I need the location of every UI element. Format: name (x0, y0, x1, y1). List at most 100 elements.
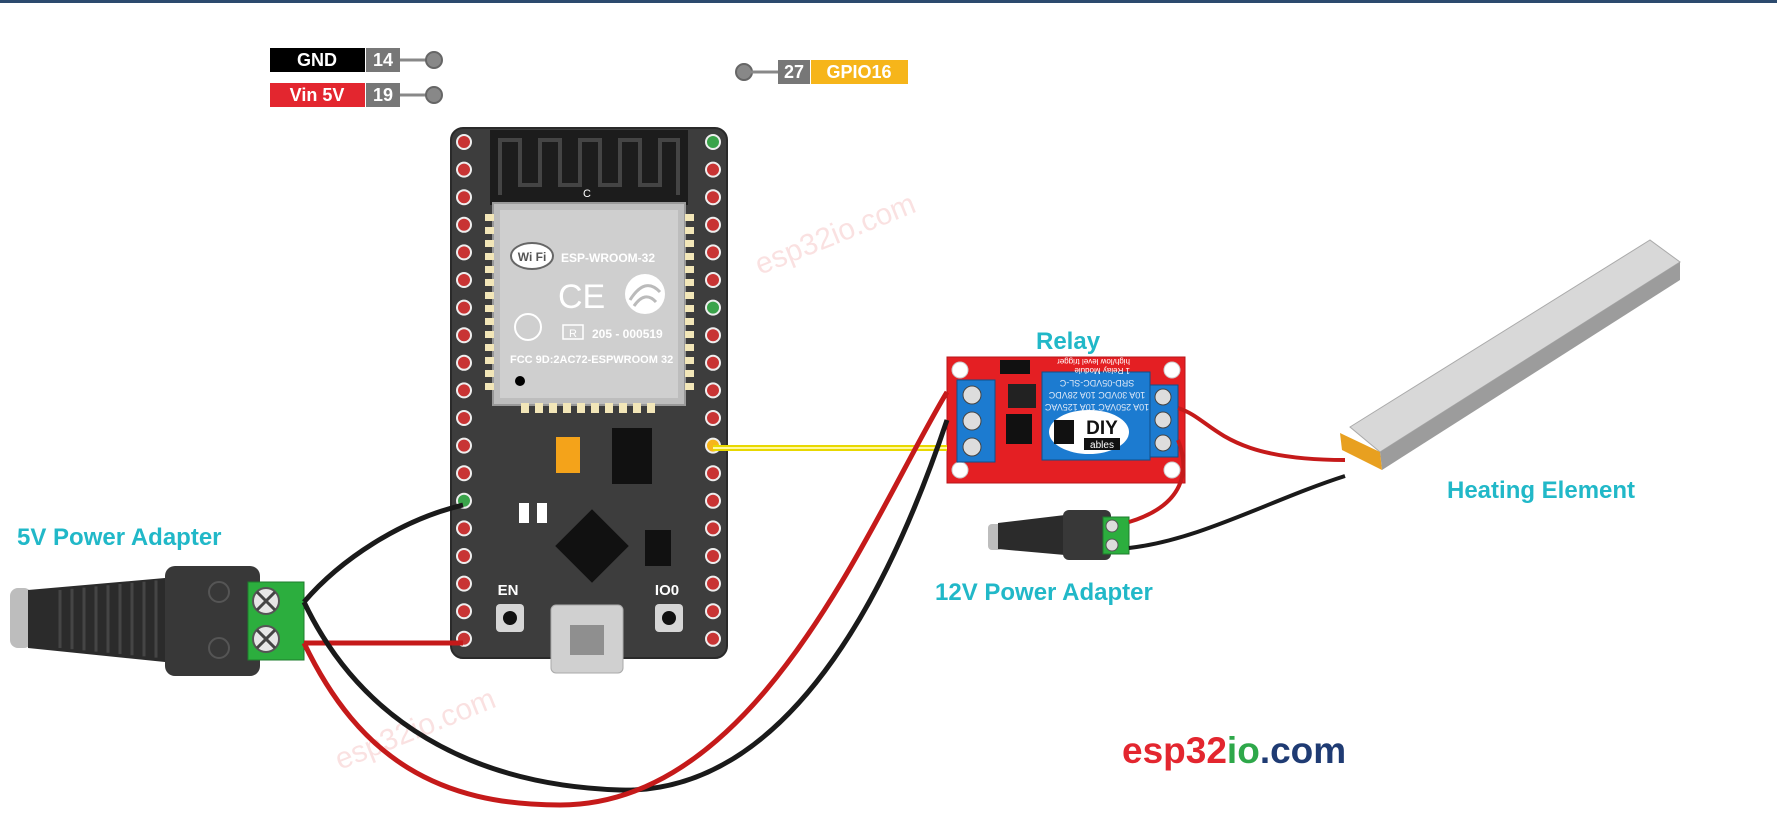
board-pin (456, 161, 472, 178)
en-button-cap (503, 611, 517, 625)
module-pad (535, 403, 543, 413)
antenna-area (490, 130, 688, 205)
module-pad (563, 403, 571, 413)
relay-output-screw-3 (1154, 434, 1172, 452)
board-pins (456, 134, 721, 647)
module-pad (685, 214, 694, 221)
board-pin (705, 327, 721, 344)
relay-rating-3: SRD-05VDC-SL-C (1059, 378, 1134, 388)
relay-mount-hole-2 (951, 461, 969, 479)
board-pin (456, 382, 472, 399)
adapter-5v-housing (165, 566, 260, 676)
adapter-5v-screw-minus-slot (255, 590, 277, 612)
relay-rating-1: 10A 250VAC 10A 125VAC (1044, 402, 1149, 412)
cert-logo (514, 313, 542, 341)
board-pin (705, 410, 721, 426)
board-pin (456, 134, 472, 150)
relay-input-screw-1 (962, 385, 982, 405)
module-pad (485, 318, 494, 325)
board-pin (705, 492, 721, 509)
tantalum-capacitor (556, 437, 580, 473)
board-pin (456, 520, 472, 537)
adapter-5v-screw-plus-slot (255, 628, 277, 650)
esp32-board: C Wi Fi ESP-WROOM-32 CE R 205 - 000519 F… (450, 127, 728, 674)
diyables-logo-mark (1054, 420, 1074, 444)
pin1-dot (515, 376, 525, 386)
module-name: ESP-WROOM-32 (561, 251, 655, 265)
module-pad (685, 253, 694, 260)
adapter-5v-minus-mark (208, 581, 230, 603)
board-pin (705, 603, 721, 620)
fcc-text: FCC 9D:2AC72-ESPWROOM 32 (510, 354, 673, 366)
relay-output-screw-1 (1154, 388, 1172, 406)
relay-mount-hole-4 (1163, 461, 1181, 479)
wire-5v-vin-to-relay (301, 390, 950, 808)
gpio-label-box (811, 60, 908, 84)
wire-relay-to-12v (1128, 439, 1186, 524)
io0-label: IO0 (655, 582, 679, 599)
module-pad (685, 370, 694, 377)
board-pin (705, 272, 721, 288)
power-adapter-5v (10, 566, 305, 676)
gnd-label-box (270, 48, 365, 72)
vin-label: Vin 5V (290, 85, 345, 105)
module-pad (685, 331, 694, 338)
board-pin (705, 216, 721, 233)
relay-transistor (1006, 414, 1032, 444)
wire-12v-to-heater (1128, 474, 1346, 550)
wifi-logo-text: Wi Fi (518, 250, 547, 264)
module-pad (577, 403, 585, 413)
vin-label-box (270, 83, 365, 107)
board-pin (456, 244, 472, 261)
module-pad (685, 318, 694, 325)
board-pin (705, 465, 721, 482)
board-pin (705, 244, 721, 261)
wire-5v-gnd-to-board (302, 502, 464, 604)
adapter-12v-housing (1063, 510, 1111, 560)
module-pad (485, 253, 494, 260)
diyables-logo-top: DIY (1086, 418, 1118, 439)
gpio-pin-number: 27 (784, 62, 804, 82)
label-heating-element: Heating Element (1447, 477, 1635, 504)
relay-optocoupler (1008, 384, 1036, 408)
module-pad (685, 279, 694, 286)
label-5v-adapter: 5V Power Adapter (17, 524, 222, 551)
power-adapter-12v (988, 510, 1130, 560)
board-pin (456, 548, 472, 564)
label-relay: Relay (1036, 328, 1101, 355)
top-border (0, 0, 1777, 3)
watermark-1: esp32io.com (750, 187, 920, 281)
module-pad (685, 383, 694, 390)
module-pad (485, 279, 494, 286)
espressif-logo (625, 274, 665, 314)
cert-number: 205 - 000519 (592, 327, 663, 341)
board-pin (456, 410, 472, 426)
module-pad (485, 383, 494, 390)
relay-module: 10A 250VAC 10A 125VAC 10A 30VDC 10A 28VD… (946, 356, 1186, 484)
gnd-pin-number: 14 (373, 50, 393, 70)
module-pad (685, 305, 694, 312)
module-pad (685, 227, 694, 234)
adapter-12v-screw-1 (1105, 519, 1119, 533)
heater-connector (1340, 433, 1382, 470)
module-pad (485, 331, 494, 338)
board-pin (705, 382, 721, 399)
module-pad (633, 403, 641, 413)
led-1 (519, 503, 529, 523)
module-pad (485, 357, 494, 364)
board-pin (456, 216, 472, 233)
module-pad (485, 292, 494, 299)
r-mark: R (569, 328, 577, 340)
relay-rating-2: 10A 30VDC 10A 28VDC (1048, 390, 1145, 400)
relay-mount-hole-1 (951, 361, 969, 379)
usb-uart-chip (555, 509, 629, 583)
brand-part-1: esp32 (1122, 730, 1227, 771)
module-pad (619, 403, 627, 413)
adapter-5v-plus-mark (208, 637, 230, 659)
module-pad (485, 344, 494, 351)
board-pin (456, 465, 472, 482)
board-pin (456, 354, 472, 371)
wifi-logo (510, 242, 554, 270)
board-pin (705, 299, 721, 316)
